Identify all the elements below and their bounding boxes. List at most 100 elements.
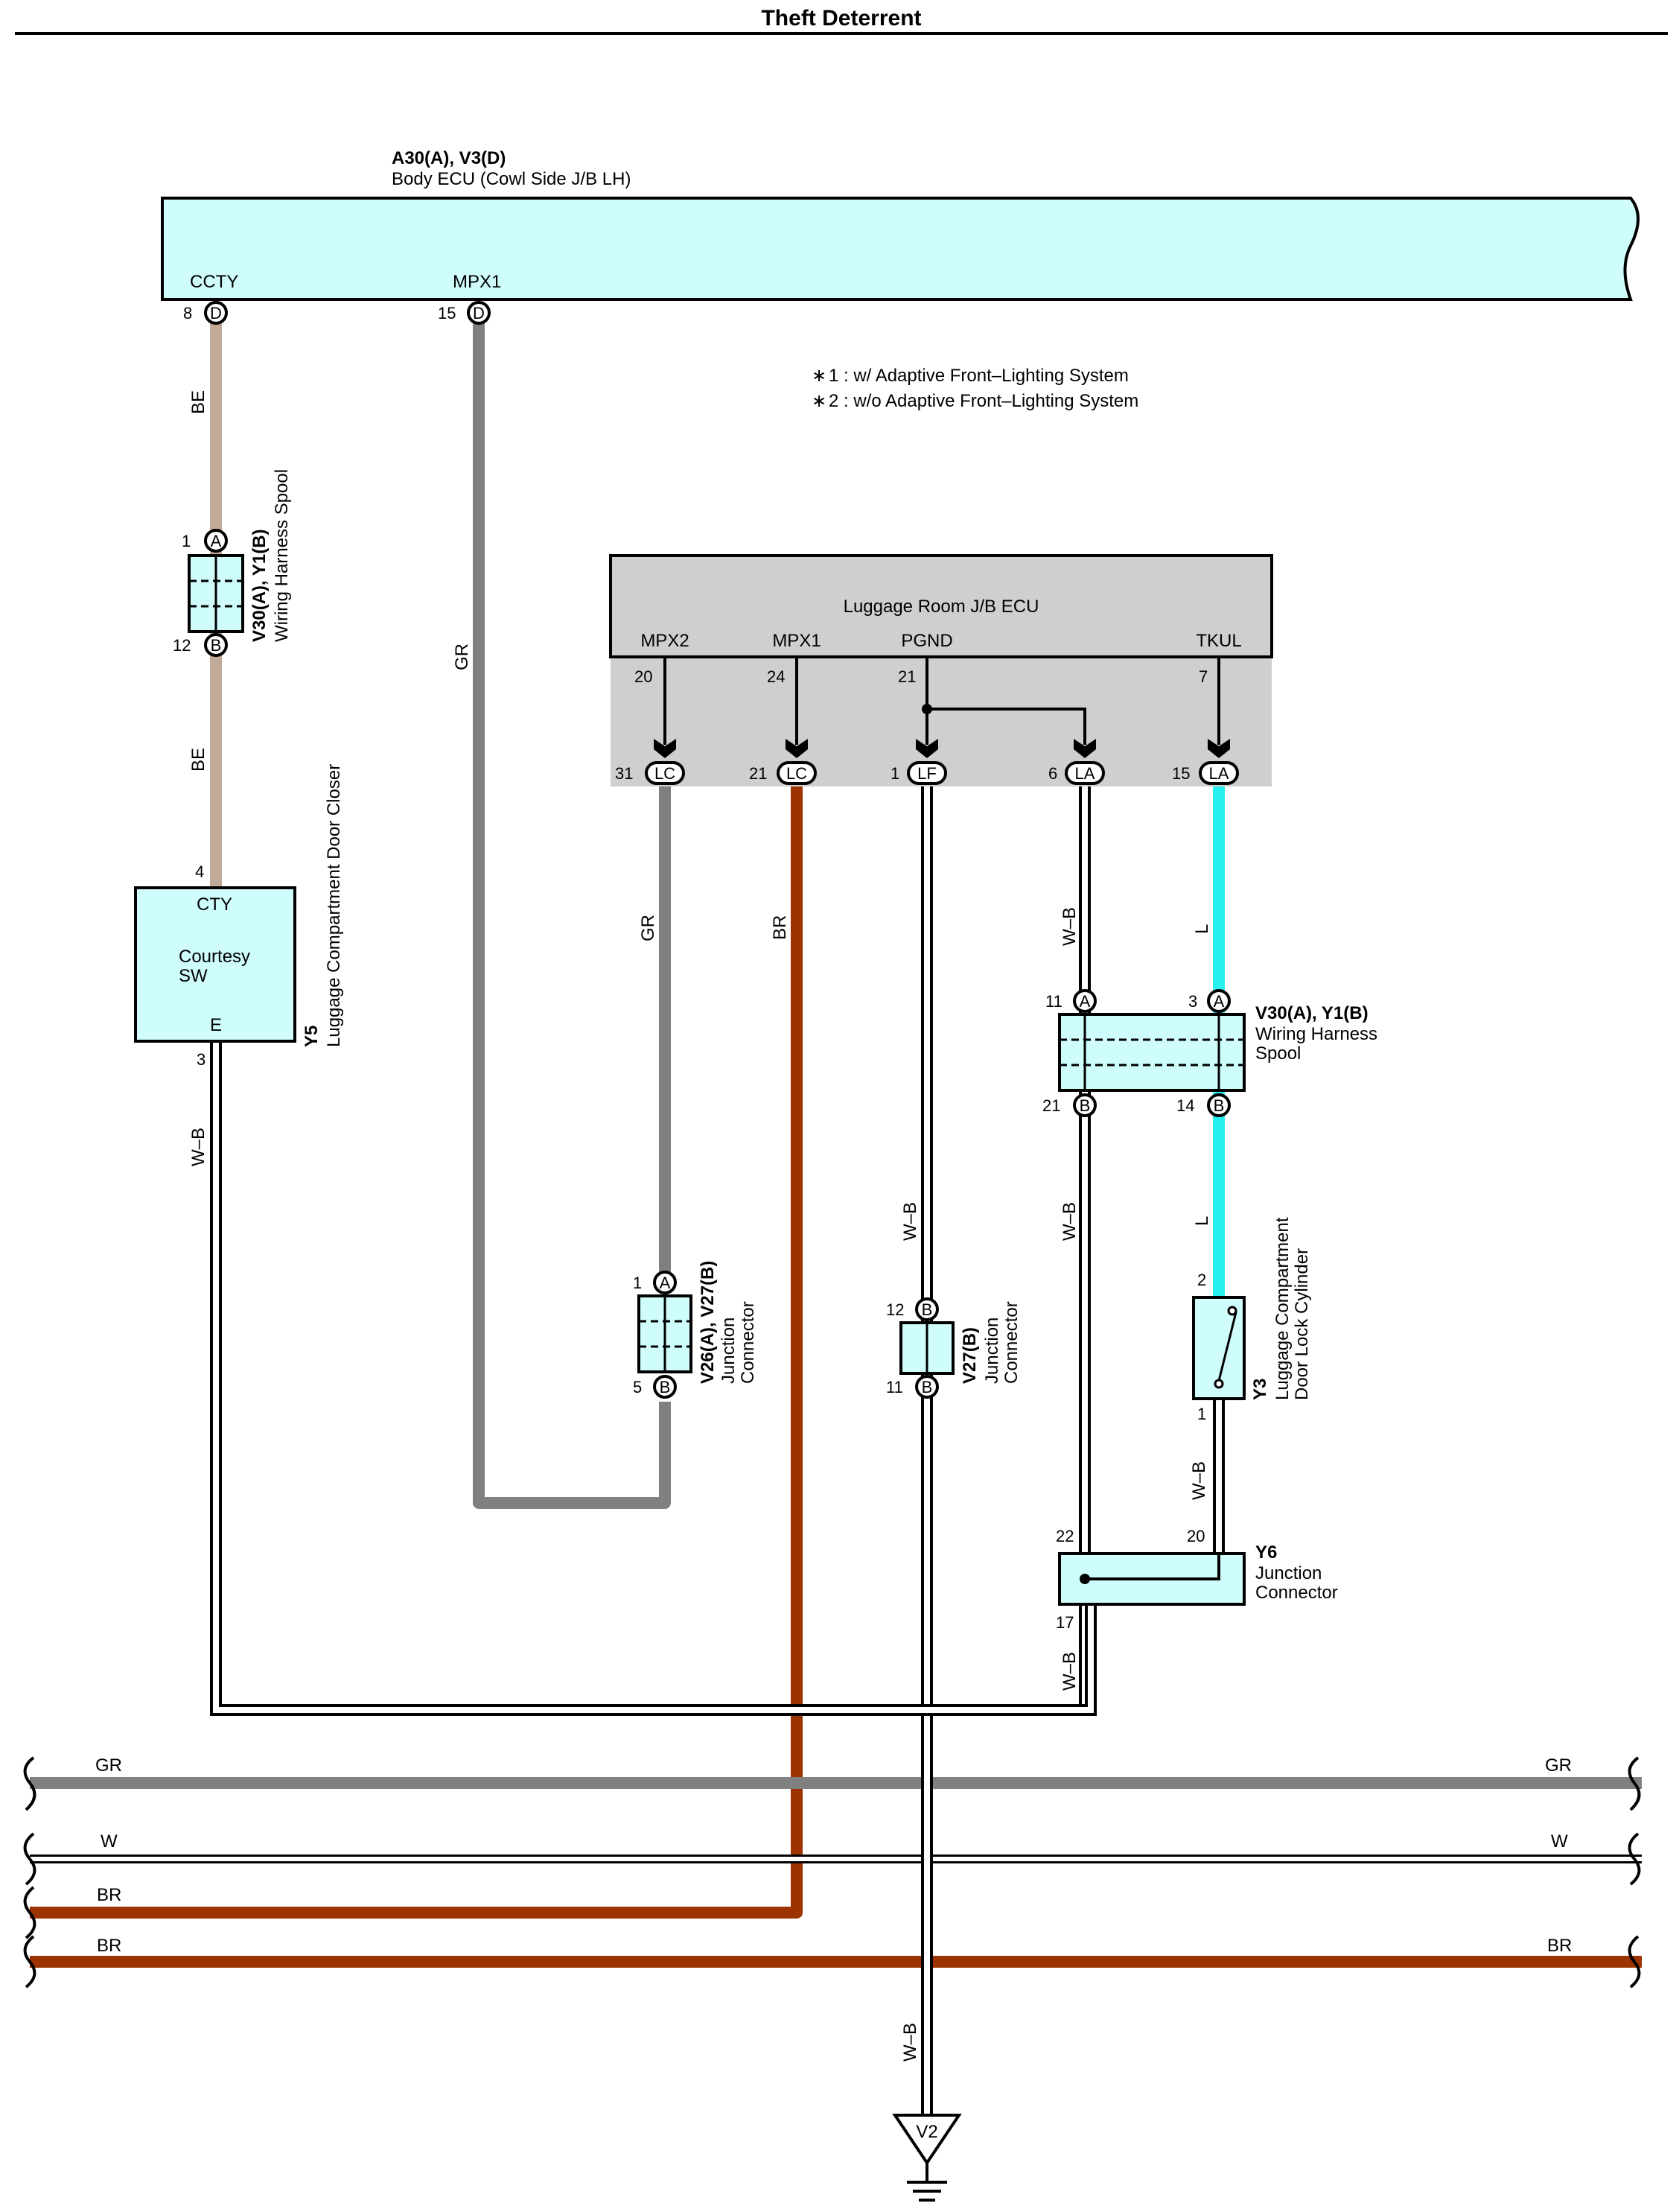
- pgnd-splice-dot: [922, 704, 932, 714]
- ground-symbol: [892, 2114, 962, 2202]
- door-lock-bottom-pin: 1: [1197, 1405, 1206, 1423]
- door-lock-switch: [1192, 1296, 1246, 1400]
- luggage-ecu-tkul-label: TKUL: [1196, 631, 1241, 651]
- spool-left-top-pin: 1: [182, 532, 191, 550]
- spool-right-rb-conn: B: [1214, 1096, 1225, 1115]
- bus-w-left-label: W: [101, 1831, 118, 1852]
- pin-cctý-number: 8: [183, 304, 192, 322]
- spool-left: [188, 529, 244, 657]
- luggage-ecu-mpx1-label: MPX1: [772, 631, 821, 651]
- wire-wb-cty-inner: [213, 1043, 1094, 1713]
- pin-mpx1-connector: [467, 301, 491, 325]
- wire-br-mpx1: [30, 784, 803, 1919]
- courtesy-sw-code: Y5: [302, 1026, 322, 1047]
- spool-right-rb-pin: 14: [1176, 1096, 1194, 1115]
- wire-label-wb-spool: W–B: [1060, 1202, 1080, 1241]
- junction-v26-top-conn: A: [660, 1274, 671, 1292]
- luggage-ecu-pin-21: 21: [898, 667, 916, 686]
- conn-pin-31: 31: [615, 764, 633, 783]
- courtesy-sw-name: Luggage Compartment Door Closer: [324, 764, 344, 1047]
- conn-lc-21-letter: LC: [786, 764, 807, 783]
- spool-right-lb-pin: 21: [1042, 1096, 1060, 1115]
- note-2: 2 : w/o Adaptive Front–Lighting System: [829, 391, 1138, 411]
- spool-right-lb-conn: B: [1080, 1096, 1091, 1115]
- junction-v27-code: V27(B): [960, 1327, 980, 1384]
- junction-v26: [637, 1271, 692, 1399]
- junction-v27-top-conn: B: [922, 1300, 933, 1319]
- spool-left-name: Wiring Harness Spool: [272, 469, 292, 642]
- spool-left-code: V30(A), Y1(B): [249, 529, 270, 642]
- courtesy-sw-box: [134, 886, 296, 1043]
- spool-right-rt-pin: 3: [1188, 992, 1197, 1011]
- junction-v27-name-1: Junction: [982, 1318, 1002, 1384]
- junction-v26-name-2: Connector: [738, 1301, 758, 1384]
- conn-pin-6: 6: [1048, 764, 1057, 783]
- junction-y6-pin-bottom: 17: [1056, 1613, 1074, 1632]
- door-lock-name-2: Door Lock Cylinder: [1292, 1248, 1312, 1400]
- wire-label-l-2: L: [1192, 1216, 1212, 1226]
- spool-right-code: V30(A), Y1(B): [1255, 1003, 1369, 1023]
- conn-la-15-letter: LA: [1209, 764, 1229, 783]
- courtesy-sw-bottom-label: E: [210, 1015, 222, 1035]
- bus-break-right: [1628, 1756, 1641, 1989]
- spool-right-rt-conn: A: [1214, 992, 1225, 1011]
- door-lock-code: Y3: [1250, 1379, 1270, 1400]
- bus-gr-left-label: GR: [95, 1755, 122, 1776]
- junction-v27: [899, 1297, 955, 1399]
- wire-label-wb-pgnd: W–B: [900, 1202, 920, 1241]
- junction-y6-name-1: Junction: [1255, 1563, 1322, 1583]
- wire-label-be-2: BE: [188, 748, 208, 772]
- junction-y6-pin-left: 22: [1056, 1527, 1074, 1545]
- luggage-ecu-internal-wires: [663, 657, 1220, 745]
- junction-v26-name-1: Junction: [719, 1318, 739, 1384]
- courtesy-sw-body-2: SW: [179, 966, 208, 986]
- luggage-ecu-arrows: [654, 739, 1230, 758]
- luggage-ecu-pin-24: 24: [767, 667, 785, 686]
- bus-br-right-label: BR: [1547, 1936, 1572, 1956]
- body-ecu-mpx1-label: MPX1: [453, 272, 501, 292]
- luggage-ecu-pgnd-label: PGND: [901, 631, 952, 651]
- note-1: 1 : w/ Adaptive Front–Lighting System: [829, 366, 1129, 386]
- wire-label-be-1: BE: [188, 390, 208, 414]
- junction-v27-name-2: Connector: [1001, 1301, 1022, 1384]
- luggage-ecu-pin-20: 20: [634, 667, 652, 686]
- wire-label-wb-ground: W–B: [900, 2023, 920, 2062]
- spool-right-name-2: Spool: [1255, 1043, 1301, 1064]
- spool-right-lt-conn: A: [1080, 992, 1091, 1011]
- body-ecu-box: [161, 197, 1640, 301]
- bus-break-left: [23, 1756, 36, 1989]
- spool-right: [1058, 989, 1246, 1117]
- pin-cctý-conn-letter: D: [210, 304, 222, 322]
- body-ecu-code: A30(A), V3(D): [392, 148, 506, 168]
- bus-br-lower-left-label: BR: [97, 1936, 121, 1956]
- door-lock-name-1: Luggage Compartment: [1272, 1217, 1293, 1400]
- spool-left-bottom-conn: B: [211, 636, 222, 655]
- courtesy-sw-top-label: CTY: [197, 894, 232, 915]
- note-asterisk-2: ∗: [812, 391, 826, 411]
- spool-right-name-1: Wiring Harness: [1255, 1024, 1377, 1044]
- wire-label-br: BR: [770, 915, 790, 940]
- wire-label-gr-1: GR: [452, 643, 472, 670]
- note-asterisk-1: ∗: [812, 366, 826, 386]
- luggage-ecu-mpx2-label: MPX2: [640, 631, 689, 651]
- spool-right-lt-pin: 11: [1045, 992, 1062, 1011]
- wire-label-wb-cty: W–B: [188, 1128, 208, 1166]
- conn-pin-21: 21: [749, 764, 767, 783]
- courtesy-sw-body-1: Courtesy: [179, 947, 250, 967]
- luggage-ecu-name: Luggage Room J/B ECU: [844, 597, 1039, 617]
- luggage-ecu-connectors: [645, 761, 1239, 785]
- courtesy-sw-top-pin: 4: [195, 862, 204, 881]
- door-lock-top-pin: 2: [1197, 1271, 1206, 1289]
- junction-v27-top-pin: 12: [886, 1300, 904, 1319]
- spool-left-top-conn: A: [211, 532, 222, 550]
- pin-cctý-connector: [204, 301, 228, 325]
- junction-v27-bottom-pin: 11: [886, 1378, 903, 1396]
- page-title: Theft Deterrent: [761, 6, 921, 31]
- pin-mpx1-number: 15: [438, 304, 456, 322]
- junction-y6-code: Y6: [1255, 1542, 1277, 1563]
- wire-label-wb-la6: W–B: [1060, 907, 1080, 946]
- junction-v27-bottom-conn: B: [922, 1378, 933, 1396]
- luggage-ecu-pin-7: 7: [1199, 667, 1208, 686]
- conn-pin-15: 15: [1172, 764, 1190, 783]
